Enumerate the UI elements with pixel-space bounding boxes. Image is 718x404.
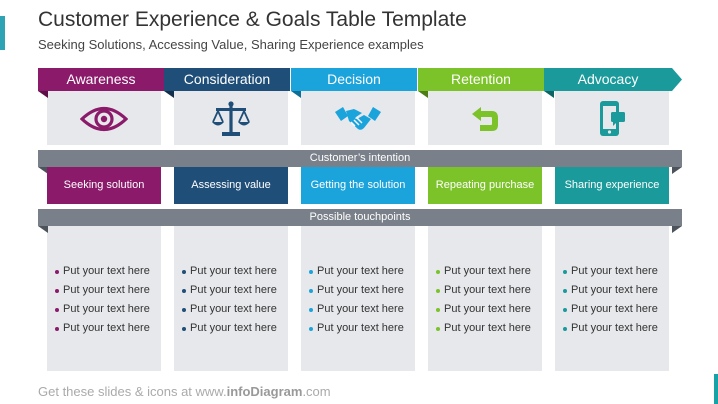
intention-advocacy: Sharing experience [555, 167, 669, 204]
intention-awareness: Seeking solution [47, 167, 161, 204]
list-item: Put your text here [182, 262, 296, 281]
footer-credit[interactable]: Get these slides & icons at www.infoDiag… [38, 384, 331, 399]
list-item: Put your text here [563, 262, 677, 281]
list-item: Put your text here [55, 262, 169, 281]
touchpoints-list-retention: Put your text here Put your text here Pu… [436, 262, 550, 338]
return-arrow-icon [428, 94, 542, 144]
touchpoints-bg-awareness [47, 226, 161, 371]
column-bg-decision [301, 91, 415, 145]
bullet-dot [563, 270, 567, 274]
intention-consideration: Assessing value [174, 167, 288, 204]
list-item: Put your text here [55, 300, 169, 319]
column-bg-retention [428, 91, 542, 145]
touchpoints-bar-fold-right [672, 226, 682, 233]
list-item: Put your text here [563, 281, 677, 300]
list-item: Put your text here [182, 319, 296, 338]
touchpoints-list-awareness: Put your text here Put your text here Pu… [55, 262, 169, 338]
stage-header-decision: Decision [291, 68, 417, 91]
list-item: Put your text here [55, 319, 169, 338]
stage-header-advocacy: Advocacy [544, 68, 672, 91]
bullet-dot [55, 327, 59, 331]
touchpoints-bar: Possible touchpoints [38, 209, 682, 226]
touchpoints-bg-advocacy [555, 226, 669, 371]
header-fold-awareness [38, 91, 48, 98]
touchpoints-bg-decision [301, 226, 415, 371]
header-fold-retention [418, 91, 428, 98]
stage-header-retention: Retention [418, 68, 544, 91]
intention-bar-fold-left [38, 167, 48, 174]
bullet-dot [563, 327, 567, 331]
bullet-dot [436, 327, 440, 331]
bullet-dot [182, 289, 186, 293]
list-item: Put your text here [309, 300, 423, 319]
list-item: Put your text here [309, 262, 423, 281]
touchpoints-list-consideration: Put your text here Put your text here Pu… [182, 262, 296, 338]
touchpoints-list-decision: Put your text here Put your text here Pu… [309, 262, 423, 338]
intention-retention: Repeating purchase [428, 167, 542, 204]
list-item: Put your text here [55, 281, 169, 300]
bullet-dot [563, 289, 567, 293]
touchpoints-bar-fold-left [38, 226, 48, 233]
touchpoints-bg-consideration [174, 226, 288, 371]
intention-bar: Customer’s intention [38, 150, 682, 167]
page-title: Customer Experience & Goals Table Templa… [38, 8, 467, 31]
bullet-dot [55, 270, 59, 274]
bullet-dot [436, 289, 440, 293]
touchpoints-bg-retention [428, 226, 542, 371]
list-item: Put your text here [436, 300, 550, 319]
header-fold-decision [291, 91, 301, 98]
eye-icon [47, 94, 161, 144]
list-item: Put your text here [563, 300, 677, 319]
list-item: Put your text here [436, 262, 550, 281]
list-item: Put your text here [309, 281, 423, 300]
intention-bar-fold-right [672, 167, 682, 174]
stage-header-consideration: Consideration [164, 68, 290, 91]
stage-header-awareness: Awareness [38, 68, 164, 91]
edge-accent [0, 16, 5, 50]
list-item: Put your text here [436, 281, 550, 300]
touchpoints-list-advocacy: Put your text here Put your text here Pu… [563, 262, 677, 338]
bullet-dot [55, 289, 59, 293]
header-fold-advocacy [544, 91, 554, 98]
list-item: Put your text here [436, 319, 550, 338]
page-subtitle: Seeking Solutions, Accessing Value, Shar… [38, 37, 424, 52]
bullet-dot [436, 308, 440, 312]
bullet-dot [309, 327, 313, 331]
balance-scale-icon [174, 94, 288, 144]
header-fold-consideration [164, 91, 174, 98]
bullet-dot [182, 270, 186, 274]
bullet-dot [436, 270, 440, 274]
corner-accent [714, 374, 718, 404]
list-item: Put your text here [182, 281, 296, 300]
bullet-dot [309, 289, 313, 293]
list-item: Put your text here [182, 300, 296, 319]
list-item: Put your text here [563, 319, 677, 338]
list-item: Put your text here [309, 319, 423, 338]
smartphone-chat-icon [555, 94, 669, 144]
intention-decision: Getting the solution [301, 167, 415, 204]
bullet-dot [182, 327, 186, 331]
handshake-icon [301, 94, 415, 144]
header-arrow-tip [672, 68, 682, 91]
bullet-dot [309, 308, 313, 312]
bullet-dot [563, 308, 567, 312]
bullet-dot [309, 270, 313, 274]
bullet-dot [182, 308, 186, 312]
bullet-dot [55, 308, 59, 312]
